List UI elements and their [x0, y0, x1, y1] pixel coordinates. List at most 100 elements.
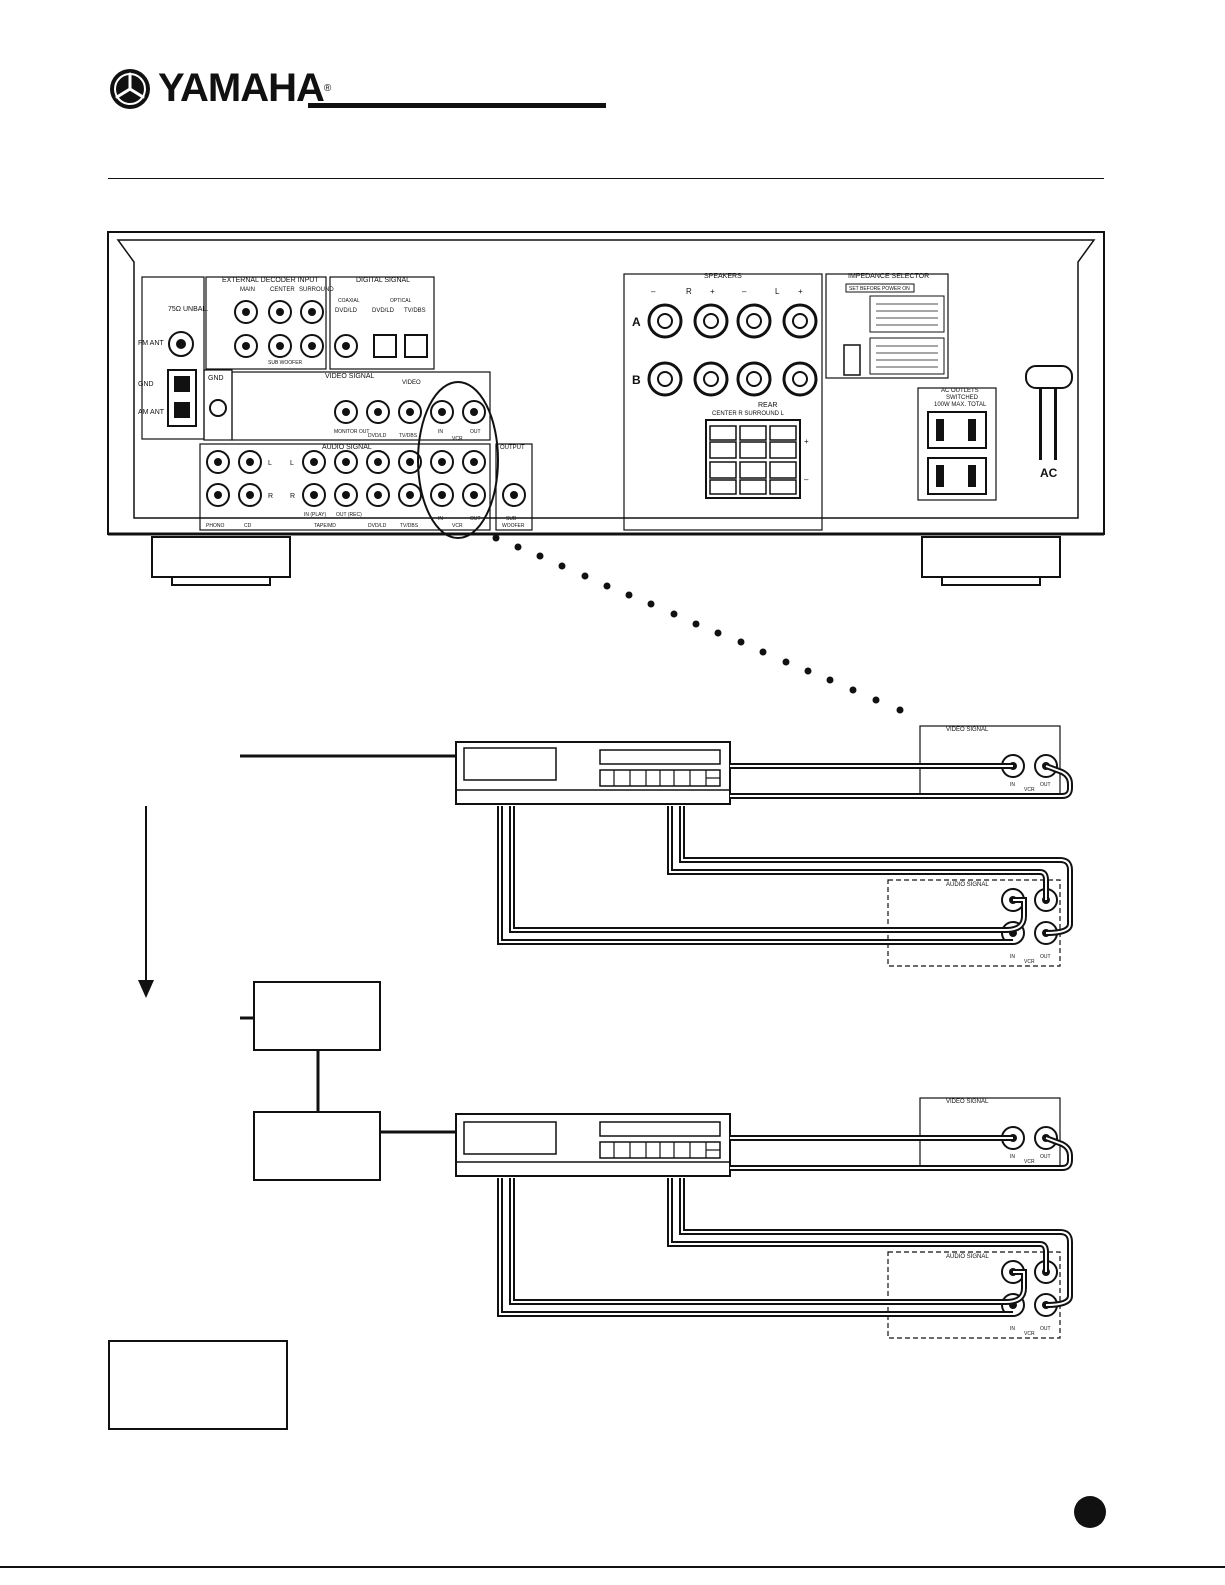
gnd-label: GND [138, 381, 154, 388]
video-label: VIDEO [402, 380, 421, 386]
spk-l-label: L [775, 287, 780, 296]
impedance-label: IMPEDANCE SELECTOR [848, 273, 929, 280]
device-box-1 [253, 981, 381, 1051]
flow-arrow-head [138, 980, 154, 998]
woofer-label: WOOFER [502, 523, 525, 529]
video-tv-label: TV/DBS [399, 433, 418, 439]
spk-a-label: A [632, 315, 641, 329]
receiver-foot-left [151, 536, 291, 578]
speaker-terminals [647, 303, 818, 397]
dotted-leader [492, 534, 904, 714]
am-ant-label: AM ANT [138, 409, 165, 416]
optical-jack-dvd [373, 334, 397, 358]
rear-sub-label: CENTER R SURROUND L [712, 411, 785, 417]
ext-surround-label: SURROUND [299, 287, 334, 293]
audio-l-label: L [268, 460, 272, 467]
optical-tv-label: TV/DBS [404, 308, 426, 314]
brand-name: YAMAHA [158, 66, 325, 110]
detail-video-label-1: VIDEO SIGNAL [946, 727, 989, 733]
sub-label: SUB [506, 516, 517, 522]
monitor-out-label: MONITOR OUT [334, 429, 369, 435]
audio-vcr-label: VCR [452, 523, 463, 529]
audio-tv-label: TV/DBS [400, 523, 419, 529]
video-jacks [334, 400, 486, 424]
ext-decoder-jacks [234, 300, 324, 358]
ext-decoder-label: EXTERNAL DECODER INPUT [222, 277, 319, 284]
audio-r-label: R [268, 493, 273, 500]
switched-label: SWITCHED [946, 395, 979, 401]
detail-audio-label-2: AUDIO SIGNAL [946, 1254, 989, 1260]
gnd-screw [209, 399, 227, 417]
tape-out-label: OUT (REC) [336, 512, 362, 518]
page-number-badge [1074, 1496, 1106, 1528]
detail-audio-in-1: IN [1010, 954, 1015, 960]
detail-audio-in-2: IN [1010, 1326, 1015, 1332]
watt-label: 100W MAX. TOTAL [934, 402, 987, 408]
unbal-label: 75Ω UNBAL. [168, 306, 208, 313]
note-box [108, 1340, 288, 1430]
rear-label: REAR [758, 402, 777, 409]
optical-jack-tv [404, 334, 428, 358]
digital-signal-label: DIGITAL SIGNAL [356, 277, 410, 284]
receiver-rear-panel: 75Ω UNBAL. FM ANT GND AM ANT GND EXTERNA… [107, 231, 1105, 586]
detail-video-vcr-1: VCR [1024, 787, 1035, 793]
ext-center-label: CENTER [270, 287, 295, 293]
audio-r2-label: R [290, 493, 295, 500]
audio-dvd-label: DVD/LD [368, 523, 387, 529]
spk-minus-l: – [742, 287, 747, 296]
phono-label: PHONO [206, 523, 224, 529]
ac-label: AC [1040, 466, 1058, 480]
detail-video-vcr-2: VCR [1024, 1159, 1035, 1165]
spk-minus-r: – [651, 287, 656, 296]
rear-plus: + [804, 437, 809, 446]
detail-audio-panel-1 [887, 879, 1061, 967]
tape-in-label: IN (PLAY) [304, 512, 326, 518]
impedance-switch [843, 344, 861, 376]
device-box-2 [253, 1111, 381, 1181]
set-before-label: SET BEFORE POWER ON [849, 286, 910, 292]
video-dvd-label: DVD/LD [368, 433, 387, 439]
video-vcr-label: VCR [452, 436, 463, 442]
detail-audio-panel-2 [887, 1251, 1061, 1339]
audio-in-label: IN [438, 516, 443, 522]
rear-minus: – [804, 475, 809, 484]
tuning-fork-logo-icon [110, 68, 150, 109]
video-out-label: OUT [470, 429, 481, 435]
detail-audio-vcr-1: VCR [1024, 959, 1035, 965]
vcr-highlight-ellipse [417, 381, 499, 539]
ext-subwoofer-label: SUB WOOFER [268, 360, 303, 366]
detail-video-label-2: VIDEO SIGNAL [946, 1099, 989, 1105]
detail-video-out-2: OUT [1040, 1154, 1051, 1160]
spk-r-label: R [686, 287, 692, 296]
optical-label: OPTICAL [390, 298, 412, 304]
audio-l2-label: L [290, 460, 294, 467]
coaxial-label: COAXIAL [338, 298, 360, 304]
brand-registered: ® [323, 83, 332, 94]
audio-out-label: OUT [470, 516, 481, 522]
header-divider [108, 178, 1104, 179]
ext-main-label: MAIN [240, 287, 255, 293]
video-in-label: IN [438, 429, 443, 435]
spk-b-label: B [632, 373, 641, 387]
detail-audio-out-2: OUT [1040, 1326, 1051, 1332]
detail-video-in-2: IN [1010, 1154, 1015, 1160]
output-label: OUTPUT [500, 445, 525, 451]
coax-dvd-label: DVD/LD [335, 308, 358, 314]
ac-outlets-label: AC OUTLETS [941, 388, 979, 394]
cd-label: CD [244, 523, 252, 529]
tape-md-label: TAPE/MD [314, 523, 336, 529]
header-underline [308, 103, 606, 108]
audio-jacks [206, 450, 486, 507]
audio-signal-label: AUDIO SIGNAL [322, 444, 372, 451]
gnd2-label: GND [208, 375, 224, 382]
spk-plus-r: + [710, 287, 715, 296]
detail-audio-vcr-2: VCR [1024, 1331, 1035, 1337]
brand-logo: YAMAHA ® [108, 66, 331, 111]
optical-dvd-label: DVD/LD [372, 308, 395, 314]
detail-audio-out-1: OUT [1040, 954, 1051, 960]
speakers-label: SPEAKERS [704, 273, 742, 280]
vcr-connection-1: VIDEO SIGNAL IN OUT VCR AUDIO SIGNAL IN … [240, 725, 1073, 967]
vcr-connection-2: VIDEO SIGNAL IN OUT VCR AUDIO SIGNAL IN … [455, 1097, 1073, 1339]
detail-audio-label-1: AUDIO SIGNAL [946, 882, 989, 888]
